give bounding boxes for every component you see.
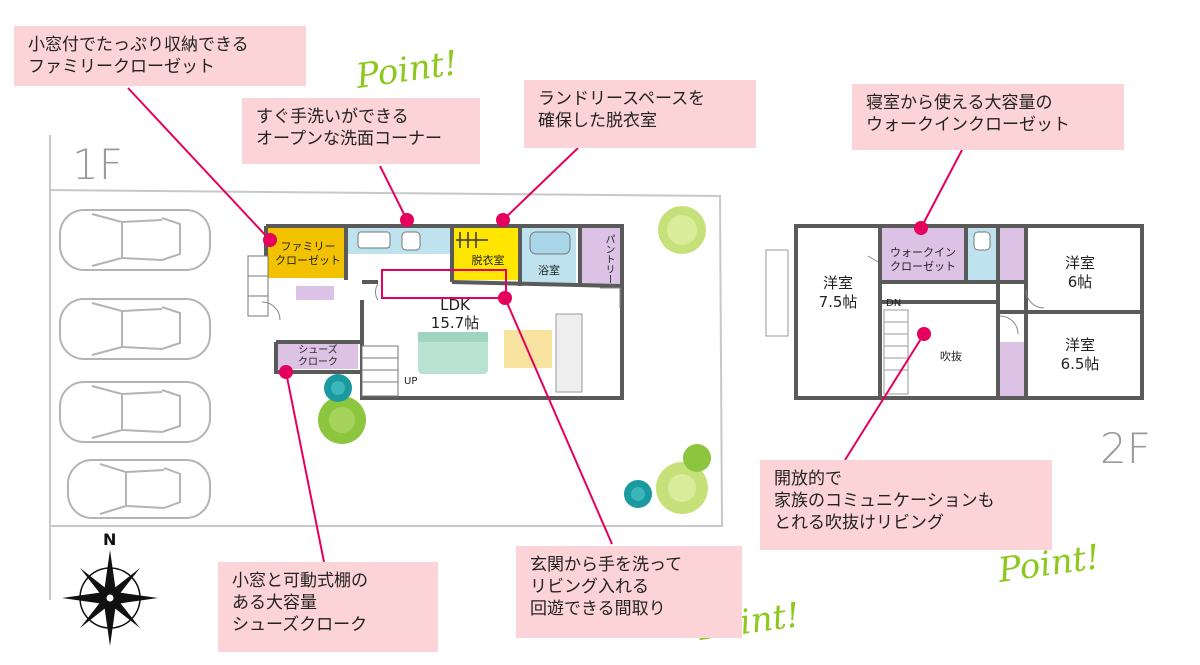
leader-dot <box>400 213 414 227</box>
room-pantry: パントリー <box>603 234 614 284</box>
room-datsuishitsu: 脱衣室 <box>471 254 505 267</box>
leader-dot <box>279 365 293 379</box>
pantry-fill <box>582 228 620 284</box>
car-2 <box>59 298 211 360</box>
compass-rose <box>62 550 158 646</box>
callout-walkin-closet: 寝室から使える大容量のウォークインクローゼット <box>852 84 1124 150</box>
leader-dot <box>917 327 931 341</box>
floor-label-2f: 2F <box>1100 424 1151 473</box>
shoes-cloak-fill <box>278 343 358 369</box>
room-family-closet: ファミリークローゼット <box>275 240 341 267</box>
circulation-loop <box>381 269 507 299</box>
room-yokushitsu: 浴室 <box>538 264 560 277</box>
closet-2f-fill-2 <box>1000 342 1024 396</box>
leader-dots <box>263 213 931 379</box>
room-fukinuke: 吹抜 <box>940 350 962 363</box>
point-mark-1: Point! <box>353 43 461 97</box>
callout-circulation: 玄関から手を洗ってリビング入れる回遊できる間取り <box>516 546 742 638</box>
leader-lines <box>127 87 963 563</box>
car-3 <box>59 381 211 443</box>
leader-dot <box>263 233 277 247</box>
first-floor-house <box>247 224 624 400</box>
stair-down-label: DN <box>886 298 902 309</box>
callout-dressing-room: ランドリースペースを確保した脱衣室 <box>524 80 756 148</box>
stair-up-label: UP <box>404 376 418 387</box>
sofa <box>418 332 488 374</box>
callout-shoes-cloak: 小窓と可動式棚のある大容量シューズクローク <box>218 562 438 652</box>
bathtub <box>529 231 571 255</box>
walkin-closet-fill <box>880 228 964 282</box>
washbasin <box>357 231 391 249</box>
tree <box>683 444 711 472</box>
callout-open-washroom: すぐ手洗いができるオープンな洗面コーナー <box>242 98 480 164</box>
callout-fukinuke-living: 開放的で家族のコミュニケーションもとれる吹抜けリビング <box>760 460 1052 550</box>
leader-dot <box>496 213 510 227</box>
closet-2f-fill <box>1000 228 1024 282</box>
toilet <box>401 231 421 251</box>
dressing-room-fill <box>454 228 520 280</box>
kitchen-counter <box>555 313 583 393</box>
parking-cars <box>59 209 211 519</box>
storage-fill <box>296 286 334 300</box>
compass-north-label: N <box>103 530 117 549</box>
callout-family-closet: 小窓付でたっぷり収納できるファミリークローゼット <box>14 26 306 86</box>
room-shoes-cloak: シューズクローク <box>298 345 338 368</box>
toilet-2f <box>973 231 991 251</box>
floor-label-1f: 1F <box>72 140 123 189</box>
leader-dot <box>914 221 928 235</box>
car-1 <box>59 209 211 271</box>
room-walkin-closet: ウォークインクローゼット <box>890 246 956 273</box>
leader-dot <box>498 291 512 305</box>
car-4 <box>67 459 211 519</box>
garden-trees <box>318 206 711 514</box>
family-closet-fill <box>268 228 346 278</box>
